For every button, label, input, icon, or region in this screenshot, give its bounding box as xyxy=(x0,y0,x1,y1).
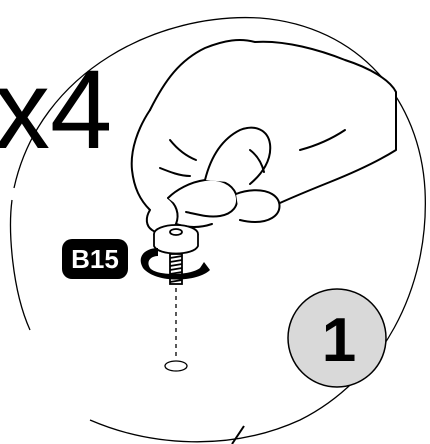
hand-illustration xyxy=(132,40,396,233)
edge-mark xyxy=(232,426,244,444)
part-label: B15 xyxy=(71,244,119,274)
hole-target xyxy=(165,361,187,371)
step-number: 1 xyxy=(322,306,356,375)
part-label-badge: B15 xyxy=(62,239,128,279)
detail-circle-lower xyxy=(11,200,30,330)
quantity-label: x4 xyxy=(0,47,112,172)
step-number-badge: 1 xyxy=(288,289,386,387)
